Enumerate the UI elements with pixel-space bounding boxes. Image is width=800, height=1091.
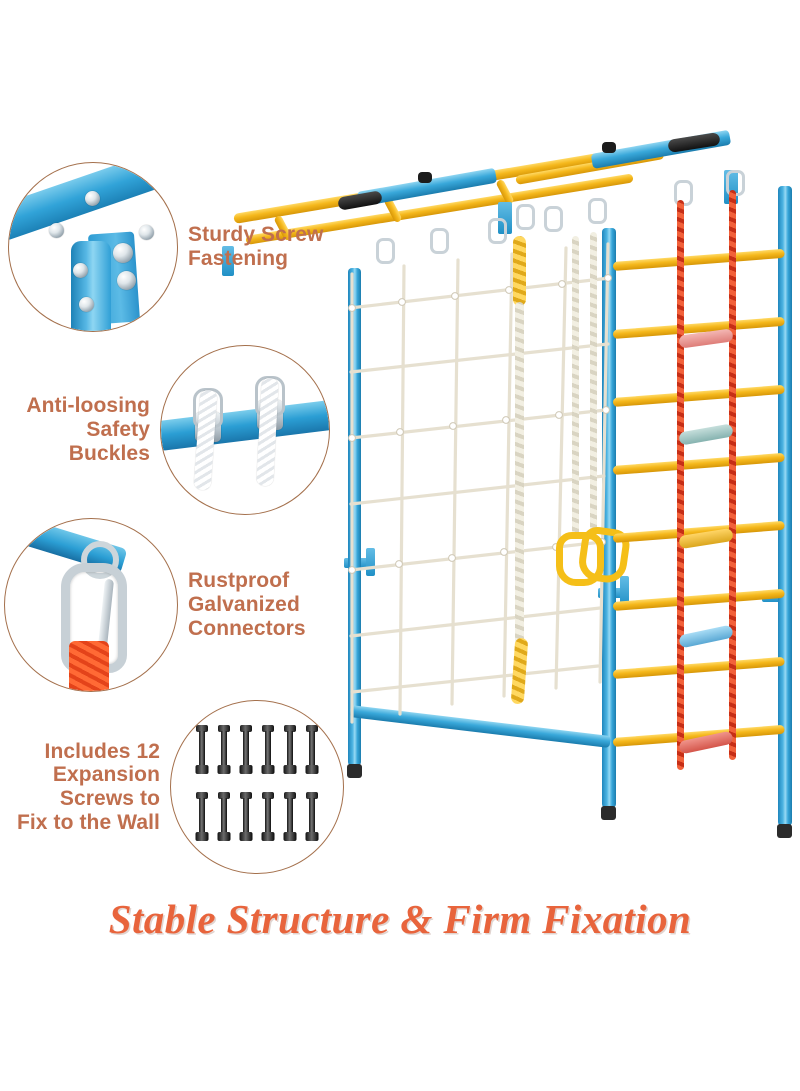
climbing-cargo-net (348, 242, 612, 724)
pullup-knob-right (602, 142, 616, 153)
wall-rung-3 (612, 384, 785, 407)
net-carabiner-5 (588, 198, 607, 224)
screw-icon (113, 243, 133, 263)
pullup-grip-left (337, 190, 383, 211)
page-headline: Stable Structure & Firm Fixation (108, 896, 692, 942)
foot-cap-front-left (347, 764, 362, 778)
expansion-screw-icon (193, 725, 212, 782)
net-carabiner-4 (544, 206, 563, 232)
callout-image-safety-buckles (160, 345, 330, 515)
expansion-screw-icon (302, 725, 321, 782)
screw-icon (117, 271, 136, 290)
callout-image-expansion-screws (170, 700, 344, 874)
rope-ladder-side-left (677, 200, 684, 770)
expansion-screw-icon (259, 792, 278, 849)
wall-rung-7 (612, 656, 785, 679)
rope-ladder-rung-2 (678, 423, 734, 446)
expansion-screw-icon (280, 725, 299, 782)
blue-tube (161, 397, 329, 453)
screw-icon (73, 263, 88, 278)
ring-strap-left (572, 236, 579, 536)
expansion-screw-icon (302, 792, 321, 849)
connector-ring (81, 541, 119, 579)
foot-cap-wall-right (777, 824, 792, 838)
rope-ladder-side-right (729, 190, 736, 760)
pullup-knob-left (418, 172, 432, 183)
expansion-screw-icon (237, 792, 256, 849)
net-carabiner-3 (488, 218, 507, 244)
callout-sturdy-screw-fastening: Sturdy Screw Fastening (8, 162, 323, 332)
foot-cap-front-right (601, 806, 616, 820)
ring-strap-right (590, 232, 597, 532)
screw-icon (49, 223, 64, 238)
wall-bracket-far-left (222, 246, 234, 276)
expansion-screw-icon (193, 792, 212, 849)
callout-label: Sturdy Screw Fastening (188, 223, 324, 270)
expansion-screw-icon (215, 725, 234, 782)
callout-anti-loosing-safety-buckles: Anti-loosing Safety Buckles (0, 345, 330, 515)
rope-yellow-grip (513, 236, 526, 306)
wall-rung-4 (612, 452, 785, 475)
blue-tube-vertical (71, 241, 111, 331)
rope-ladder-rung-4 (678, 624, 734, 649)
screw-icon (85, 191, 100, 206)
callout-image-carabiner (4, 518, 178, 692)
wall-bracket-mid (498, 202, 512, 234)
wall-bracket-lower-mid-plate (620, 576, 629, 606)
expansion-screw-icon (259, 725, 278, 782)
orange-rope (69, 641, 109, 691)
rope-carabiner (516, 204, 535, 230)
product-illustration (222, 129, 800, 870)
callout-image-screw-joint (8, 162, 178, 332)
callout-label: Anti-loosing Safety Buckles (26, 394, 150, 465)
expansion-screw-icon (215, 792, 234, 849)
gymnastic-ring-left (556, 532, 604, 586)
net-carabiner-1 (376, 238, 395, 264)
wall-rung-6 (612, 588, 785, 611)
net-carabiner-2 (430, 228, 449, 254)
expansion-screw-icon (237, 725, 256, 782)
screw-icon (79, 297, 94, 312)
screw-grid (193, 725, 321, 849)
climbing-rope (515, 302, 524, 662)
callout-includes-expansion-screws: Includes 12 Expansion Screws to Fix to t… (0, 700, 344, 874)
callout-label: Includes 12 Expansion Screws to Fix to t… (16, 739, 160, 834)
wall-bracket-lower-left-plate (366, 548, 375, 576)
callout-label: Rustproof Galvanized Connectors (188, 569, 306, 640)
frame-post-wall-right (778, 186, 792, 826)
callout-rustproof-galvanized-connectors: Rustproof Galvanized Connectors (4, 518, 306, 692)
screw-icon (139, 225, 154, 240)
expansion-screw-icon (280, 792, 299, 849)
wall-rung-1 (612, 248, 785, 271)
